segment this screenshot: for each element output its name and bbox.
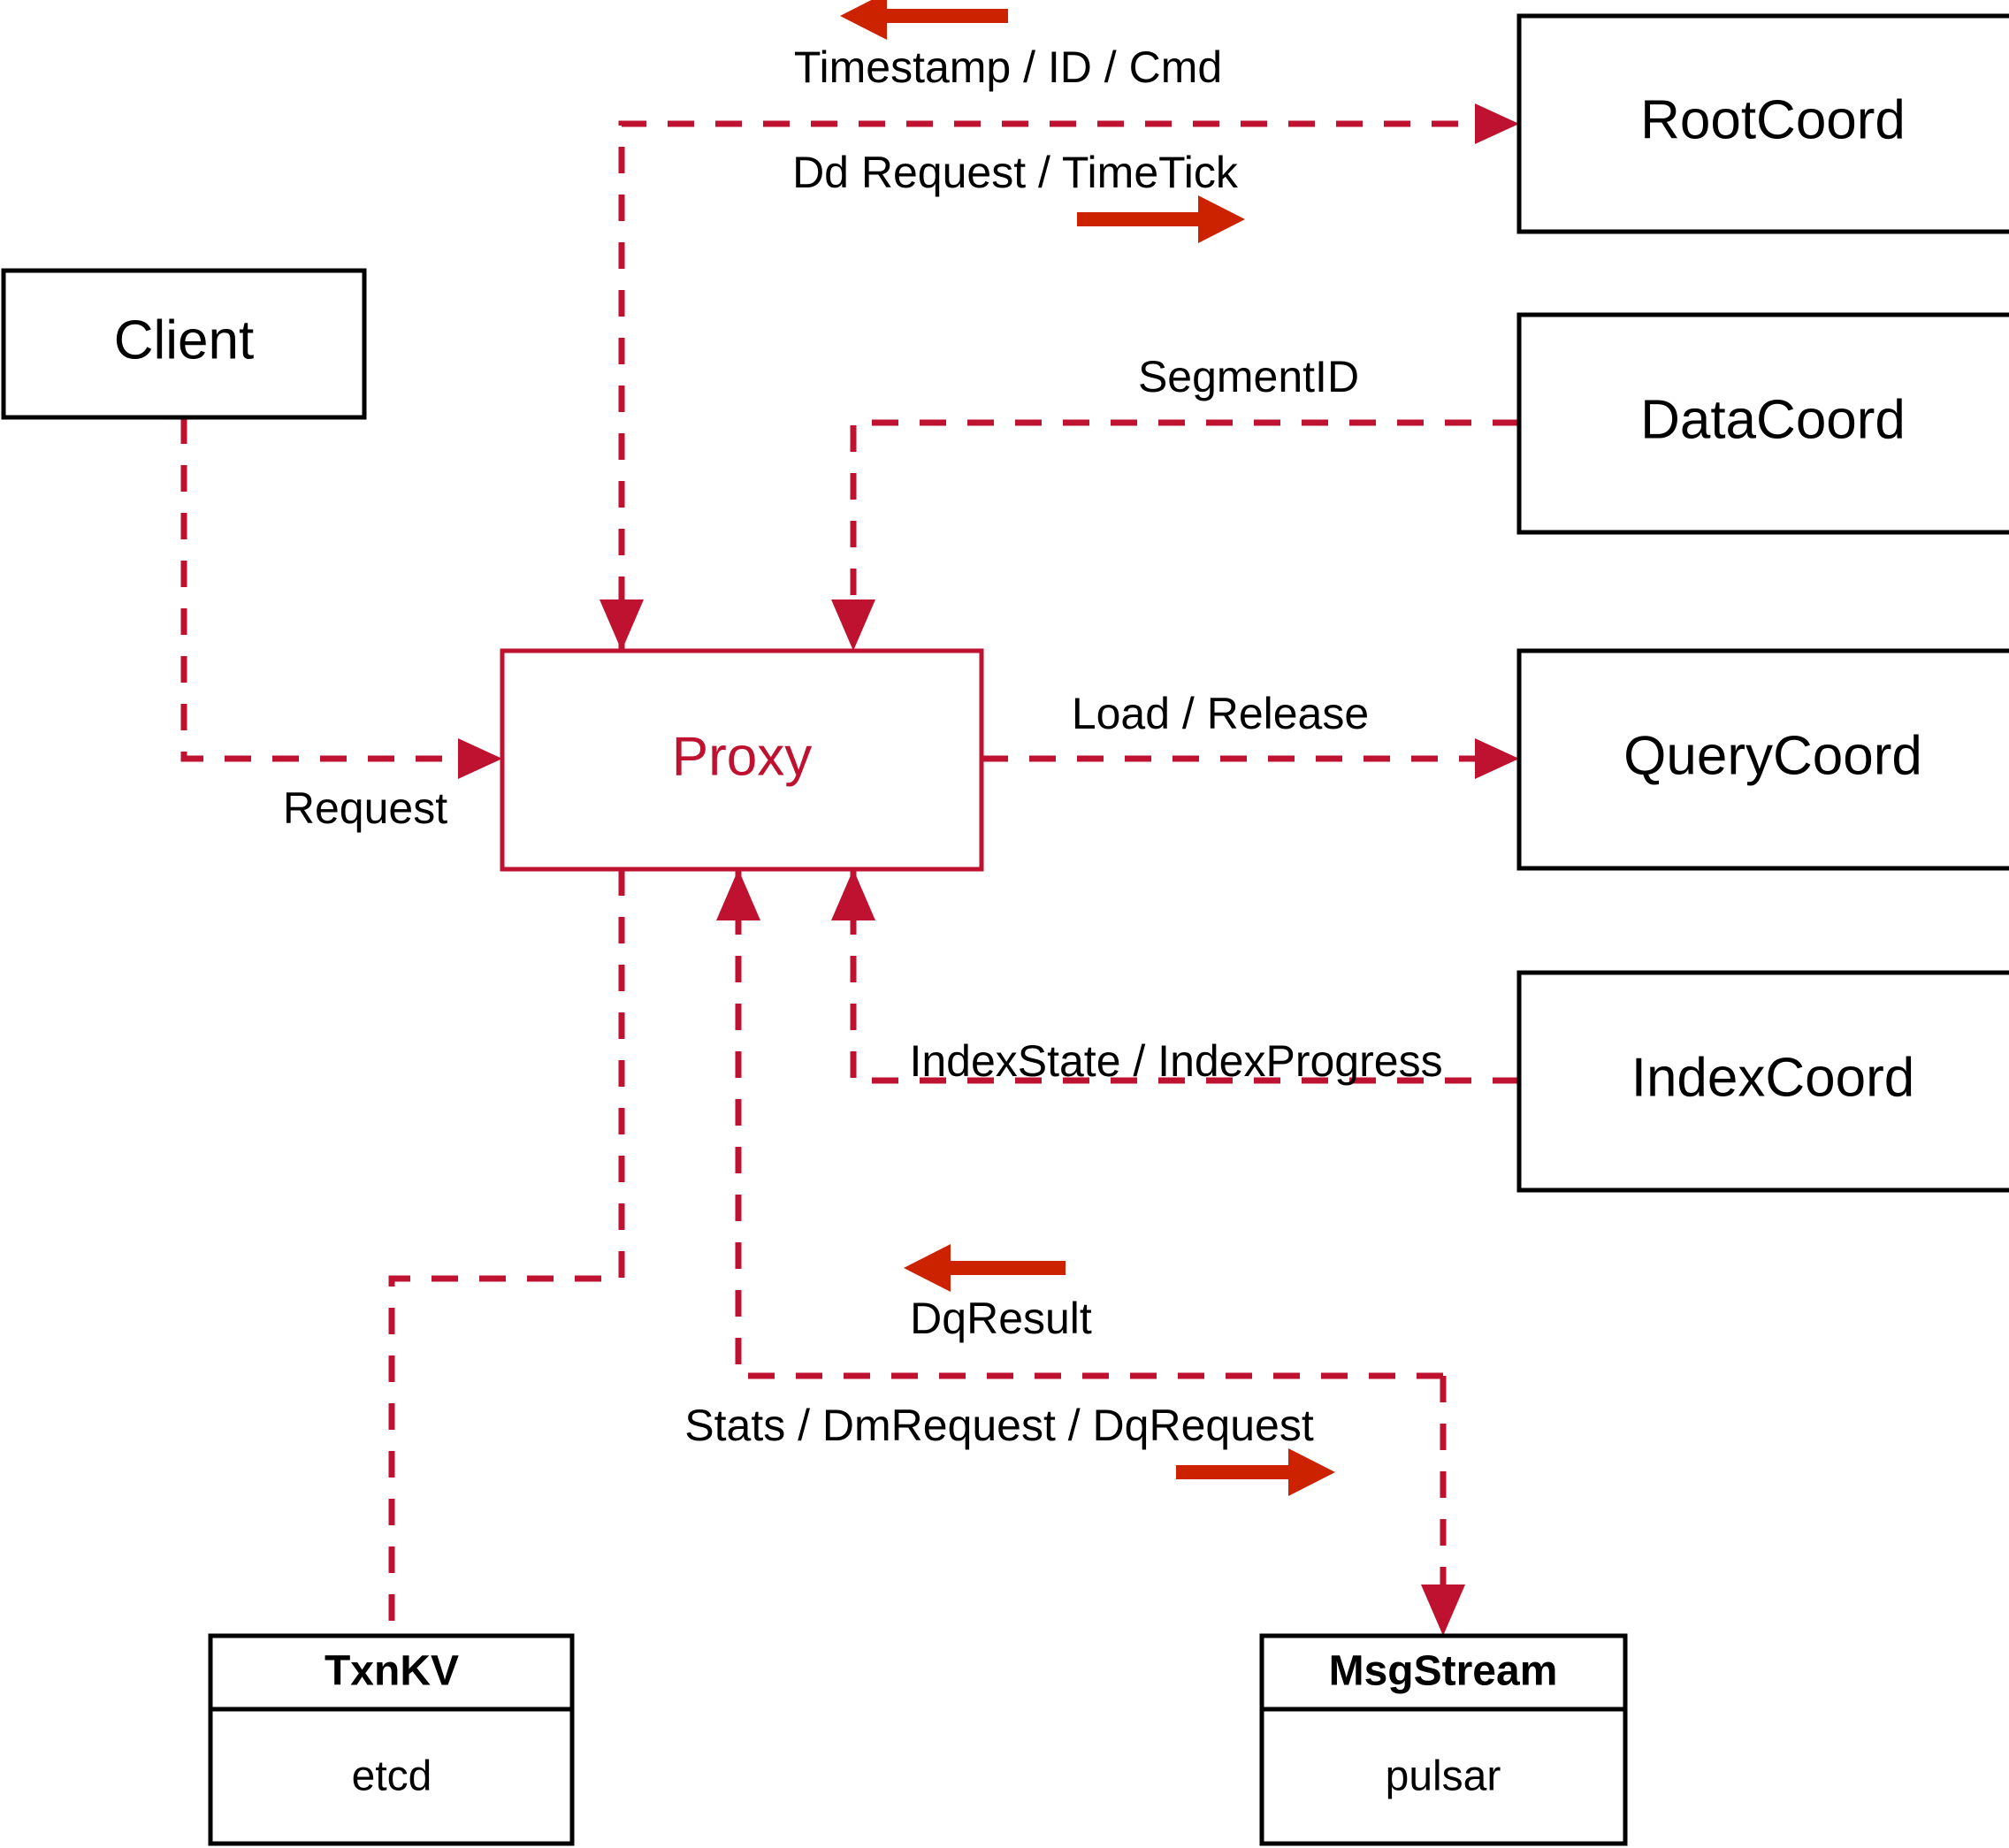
node-rootcoord[interactable]: RootCoord: [1516, 13, 2009, 234]
edge-msgstream-to-proxy-arrowhead: [716, 869, 760, 920]
node-indexcoord[interactable]: IndexCoord: [1516, 970, 2009, 1193]
edge-rootcoord-to-proxy-arrowhead: [600, 599, 644, 651]
node-datacoord[interactable]: DataCoord: [1516, 312, 2009, 535]
edge-client-to-proxy-arrowhead: [458, 738, 502, 779]
edge-proxy-to-rootcoord-arrowhead: [1475, 103, 1519, 144]
edge-label-dd-request-timetick: Dd Request / TimeTick: [792, 148, 1239, 197]
node-proxy-label: Proxy: [672, 726, 812, 787]
edge-label-timestamp-id-cmd: Timestamp / ID / Cmd: [794, 42, 1222, 92]
node-querycoord[interactable]: QueryCoord: [1516, 648, 2009, 871]
edge-indexcoord-to-proxy-arrowhead: [831, 869, 875, 920]
node-client-box: [1, 268, 367, 420]
node-rootcoord-box: [1516, 13, 2009, 234]
node-proxy-box: [500, 648, 984, 872]
edge-datacoord-to-proxy: [850, 419, 1519, 651]
edge-client-to-proxy: [180, 417, 502, 762]
node-msgstream-label: MsgStream: [1329, 1648, 1558, 1695]
node-datacoord-label: DataCoord: [1640, 389, 1906, 450]
edge-proxy-to-rootcoord: [618, 120, 1503, 651]
node-indexcoord-box: [1516, 970, 2009, 1193]
node-txnkv-sublabel: etcd: [352, 1753, 432, 1800]
dd-request-send-arrow-icon: [1077, 195, 1245, 243]
node-client-label: Client: [114, 309, 255, 370]
node-proxy[interactable]: Proxy: [500, 648, 984, 872]
node-txnkv-box: [208, 1633, 575, 1846]
node-datacoord-box: [1516, 312, 2009, 535]
edge-label-load-release: Load / Release: [1072, 689, 1369, 738]
node-txnkv-label: TxnKV: [325, 1648, 459, 1695]
node-txnkv[interactable]: TxnKV etcd: [208, 1633, 575, 1846]
edge-label-request: Request: [283, 783, 447, 833]
dm-request-send-arrow-icon: [1176, 1448, 1335, 1496]
node-msgstream-box: [1259, 1633, 1628, 1846]
edge-label-index-state-progress: IndexState / IndexProgress: [909, 1036, 1442, 1086]
timestamp-return-arrow-icon: [840, 0, 1008, 40]
edge-label-stats-dm-dq-request: Stats / DmRequest / DqRequest: [684, 1401, 1314, 1450]
edge-label-segment-id: SegmentID: [1138, 352, 1359, 401]
edge-proxy-to-msgstream-arrowhead: [1421, 1585, 1465, 1636]
dq-result-return-arrow-icon: [904, 1244, 1066, 1292]
node-msgstream[interactable]: MsgStream pulsar: [1259, 1633, 1628, 1846]
node-msgstream-sublabel: pulsar: [1386, 1753, 1501, 1800]
node-indexcoord-label: IndexCoord: [1631, 1047, 1915, 1108]
node-querycoord-label: QueryCoord: [1623, 725, 1922, 786]
node-rootcoord-label: RootCoord: [1640, 89, 1906, 150]
node-querycoord-box: [1516, 648, 2009, 871]
edge-datacoord-to-proxy-arrowhead: [831, 599, 875, 651]
edge-label-dq-result: DqResult: [910, 1294, 1092, 1343]
edge-proxy-to-txnkv: [388, 869, 625, 1636]
edge-proxy-to-querycoord-arrowhead: [1475, 738, 1519, 779]
node-client[interactable]: Client: [1, 268, 367, 420]
